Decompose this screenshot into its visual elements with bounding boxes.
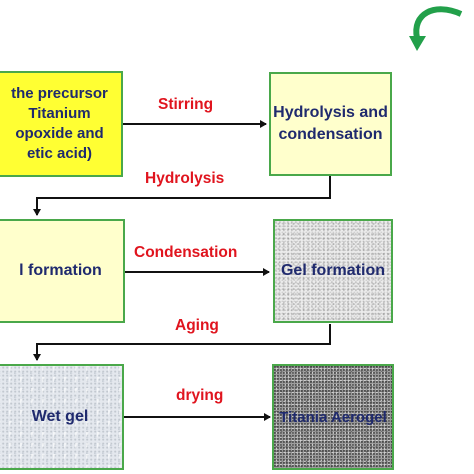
precursor-line-1: the precursor bbox=[11, 85, 108, 102]
step-drying-label: drying bbox=[176, 387, 224, 404]
step-stirring-label: Stirring bbox=[158, 96, 214, 113]
aerogel-label: Titania Aerogel bbox=[279, 408, 387, 426]
arrow-aging bbox=[33, 324, 331, 361]
hydrolysis-line-1: Hydrolysis and bbox=[273, 104, 388, 121]
arrow-hydrolysis bbox=[33, 176, 331, 216]
precursor-line-4: etic acid) bbox=[26, 145, 92, 162]
step-condensation-label: Condensation bbox=[134, 244, 238, 261]
precursor-box: the precursor Titanium opoxide and etic … bbox=[0, 71, 123, 177]
curved-arrow-icon bbox=[413, 6, 463, 39]
wet-gel-box: Wet gel bbox=[0, 364, 124, 470]
gel-formation-label: Gel formation bbox=[280, 262, 385, 279]
precursor-line-2: Titanium bbox=[28, 105, 91, 122]
sol-formation-label: l formation bbox=[19, 262, 102, 279]
wet-gel-label: Wet gel bbox=[31, 408, 89, 425]
hydrolysis-box: Hydrolysis and condensation bbox=[269, 72, 392, 176]
hydrolysis-line-2: condensation bbox=[278, 126, 383, 143]
curved-arrow-head bbox=[409, 36, 426, 51]
precursor-line-3: opoxide and bbox=[15, 125, 104, 142]
aerogel-box: Titania Aerogel bbox=[272, 364, 394, 470]
sol-formation-box: l formation bbox=[0, 219, 125, 323]
step-hydrolysis-label: Hydrolysis bbox=[145, 170, 225, 187]
step-aging-label: Aging bbox=[175, 317, 219, 334]
gel-formation-box: Gel formation bbox=[273, 219, 393, 323]
